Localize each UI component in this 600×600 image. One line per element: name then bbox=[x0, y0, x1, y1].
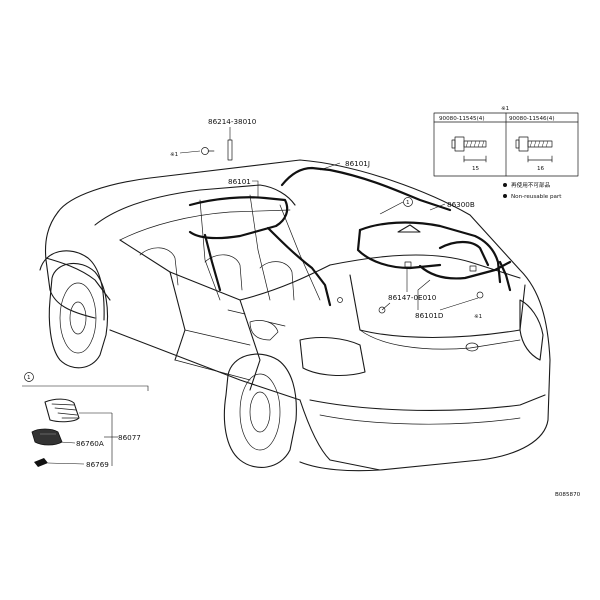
legend-item-en: Non-reusable part bbox=[511, 194, 562, 200]
star-marker-2: ※1 bbox=[474, 314, 483, 320]
bolt-part-90080-11546[interactable]: 90080-11546(4) bbox=[509, 116, 555, 122]
svg-text:1: 1 bbox=[406, 200, 410, 206]
legend-item-jp: 再使用不可部品 bbox=[511, 181, 551, 189]
gasket-icon bbox=[34, 458, 48, 467]
wire-harness-group bbox=[188, 166, 512, 314]
label-86101[interactable]: 86101 bbox=[228, 177, 251, 186]
label-86760a[interactable]: 86760A bbox=[76, 439, 104, 448]
bolt-icon-2 bbox=[515, 136, 553, 163]
clip-screw-icon bbox=[201, 139, 233, 161]
label-86147-0e010[interactable]: 86147-0E010 bbox=[388, 293, 437, 302]
antenna-cover-icon bbox=[44, 398, 80, 423]
star-marker: ※1 bbox=[170, 152, 179, 158]
harness-86300b[interactable] bbox=[358, 221, 502, 284]
bolt1-dim: 15 bbox=[472, 166, 480, 172]
bolt-part-90080-11545[interactable]: 90080-11545(4) bbox=[439, 116, 485, 122]
harness-86101j[interactable] bbox=[280, 166, 452, 212]
antenna-inset: 1 86760A 86077 86769 bbox=[22, 372, 149, 469]
legend-dot-icon-2 bbox=[503, 194, 507, 198]
bolt-icon bbox=[451, 136, 487, 163]
inset-circle-one: 1 bbox=[27, 375, 31, 381]
harness-86101[interactable] bbox=[188, 196, 289, 240]
bolt2-dim: 16 bbox=[537, 166, 545, 172]
antenna-base-icon bbox=[31, 428, 63, 446]
label-86101j[interactable]: 86101J bbox=[345, 159, 370, 168]
reference-code: B085870 bbox=[555, 492, 581, 498]
label-86214-38010[interactable]: 86214-38010 bbox=[208, 117, 257, 126]
bolt-table-star: ※1 bbox=[501, 106, 510, 112]
harness-86101d[interactable] bbox=[418, 260, 512, 280]
vehicle-body bbox=[39, 159, 551, 472]
label-86300b[interactable]: 86300B bbox=[447, 200, 475, 209]
label-86101d[interactable]: 86101D bbox=[415, 311, 444, 320]
circle-one-marker bbox=[403, 197, 413, 207]
label-86077[interactable]: 86077 bbox=[118, 433, 141, 442]
bolt-table: ※1 90080-11545(4) 90080-11546(4) 15 bbox=[433, 106, 579, 200]
legend-dot-icon bbox=[503, 183, 507, 187]
label-86769[interactable]: 86769 bbox=[86, 460, 109, 469]
callouts: 86214-38010 ※1 86101J 86101 1 86300B 861… bbox=[170, 117, 483, 320]
